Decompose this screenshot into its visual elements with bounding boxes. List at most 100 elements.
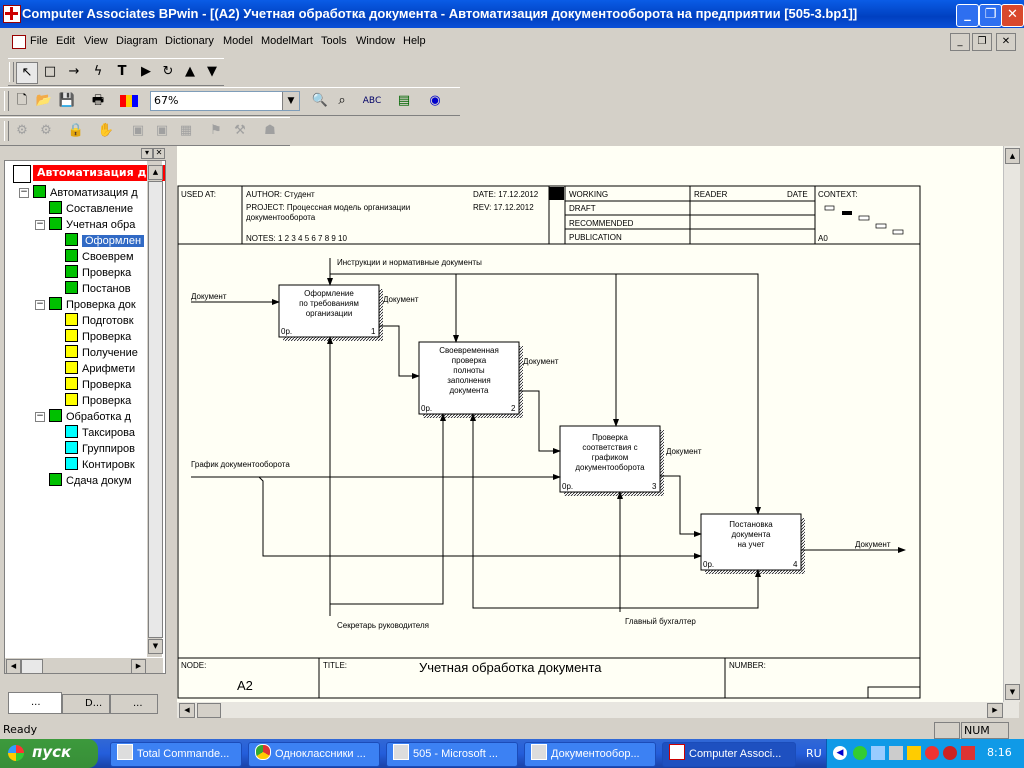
chevron-down-icon[interactable]: ▼ xyxy=(282,92,299,110)
menu-model[interactable]: Model xyxy=(223,35,253,47)
tree-expander-icon[interactable]: − xyxy=(19,187,29,198)
menu-dictionary[interactable]: Dictionary xyxy=(165,35,214,47)
tree-item[interactable]: Постанов xyxy=(65,281,131,295)
tree-item[interactable]: Получение xyxy=(65,345,138,359)
go-up-icon[interactable]: ▲ xyxy=(185,64,195,79)
arrow-label-mech2[interactable]: Главный бухгалтер xyxy=(625,617,696,626)
tray-arrow-icon[interactable]: ◀ xyxy=(833,746,847,760)
mm-report-icon[interactable]: ⚑ xyxy=(210,123,222,138)
rotate-icon[interactable]: ↻ xyxy=(162,64,174,79)
scroll-down-icon[interactable]: ▼ xyxy=(148,639,163,654)
text-tool-icon[interactable]: T xyxy=(117,64,127,79)
tree-item[interactable]: Сдача докум xyxy=(49,473,132,487)
arrow-label-out1[interactable]: Документ xyxy=(383,295,419,304)
tree-item[interactable]: Группиров xyxy=(65,441,135,455)
tab-objects[interactable]: ... xyxy=(110,694,158,714)
lock-icon[interactable]: 🔒 xyxy=(67,123,85,138)
tray-volume-icon[interactable] xyxy=(889,746,903,760)
pointer-tool-icon[interactable]: ↖ xyxy=(16,62,38,84)
arrow-label-input[interactable]: Документ xyxy=(191,292,227,301)
tree-vscrollbar[interactable]: ▲ ▼ xyxy=(147,161,163,657)
mm-hand-icon[interactable]: ✋ xyxy=(97,123,115,138)
tray-misc-icon[interactable] xyxy=(961,746,975,760)
menu-view[interactable]: View xyxy=(84,35,108,47)
menu-file[interactable]: File xyxy=(30,35,48,47)
scroll-right-icon[interactable]: ▶ xyxy=(987,703,1003,718)
mdi-restore-button[interactable]: ❐ xyxy=(972,33,992,51)
tray-app-icon[interactable] xyxy=(907,746,921,760)
tree-item[interactable]: Автоматизация д xyxy=(33,185,138,199)
tree-item[interactable]: Проверка xyxy=(65,393,131,407)
canvas-hscrollbar[interactable]: ◀ ▶ xyxy=(177,702,1019,718)
tray-network-icon[interactable] xyxy=(871,746,885,760)
tree-item[interactable]: Проверка xyxy=(65,265,131,279)
close-button[interactable]: ✕ xyxy=(1001,4,1024,27)
go-down-icon[interactable]: ▼ xyxy=(207,64,217,79)
mm-users-icon[interactable]: ☗ xyxy=(264,123,276,138)
mm-book2-icon[interactable]: ▣ xyxy=(155,123,169,138)
scroll-up-icon[interactable]: ▲ xyxy=(1005,148,1020,164)
model-explorer-icon[interactable]: ▤ xyxy=(397,93,411,108)
squiggle-tool-icon[interactable]: ϟ xyxy=(93,64,103,79)
tree-item[interactable]: Арифмети xyxy=(65,361,135,375)
hscroll-thumb[interactable] xyxy=(197,703,221,718)
box-tool-icon[interactable]: □ xyxy=(43,64,57,79)
hscroll-thumb[interactable] xyxy=(21,659,43,674)
tree-item[interactable]: Таксирова xyxy=(65,425,135,439)
zoom-icon[interactable]: 🔍 xyxy=(311,93,329,108)
print-icon[interactable]: 🖶 xyxy=(91,93,105,108)
tree-hscrollbar[interactable]: ◀ ▶ xyxy=(5,657,163,674)
panel-close-icon[interactable]: ✕ xyxy=(153,148,165,159)
activity-box-4[interactable]: Постановка документа на учет xyxy=(701,520,801,550)
mm-connect-icon[interactable]: ⚙ xyxy=(16,123,28,138)
maximize-button[interactable]: ❐ xyxy=(979,4,1002,27)
tray-shield-icon[interactable] xyxy=(853,746,867,760)
arrow-tool-icon[interactable]: → xyxy=(68,64,80,79)
new-file-icon[interactable]: 🗋 xyxy=(16,93,28,108)
arrow-label-schedule[interactable]: График документооборота xyxy=(191,460,290,469)
arrow-label-mech1[interactable]: Секретарь руководителя xyxy=(337,621,429,630)
tab-diagrams[interactable]: D... xyxy=(62,694,110,714)
tree-expander-icon[interactable]: − xyxy=(35,299,45,310)
tree-item[interactable]: Составление xyxy=(49,201,133,215)
arrow-label-out4[interactable]: Документ xyxy=(855,540,891,549)
task-word-1[interactable]: 505 - Microsoft ... xyxy=(386,742,518,767)
menu-edit[interactable]: Edit xyxy=(56,35,75,47)
open-folder-icon[interactable]: 📂 xyxy=(35,93,53,108)
zoom-select[interactable]: 67%▼ xyxy=(150,91,300,111)
mm-disconnect-icon[interactable]: ⚙ xyxy=(40,123,52,138)
language-indicator[interactable]: RU xyxy=(806,747,822,760)
tree-item[interactable]: Оформлен xyxy=(65,233,145,247)
tab-activities[interactable]: ... xyxy=(8,692,62,714)
go-child-icon[interactable]: ▶ xyxy=(141,64,151,79)
scroll-left-icon[interactable]: ◀ xyxy=(179,703,195,718)
activity-box-1[interactable]: Оформление по требованиям организации xyxy=(279,289,379,319)
menu-diagram[interactable]: Diagram xyxy=(116,35,158,47)
mdi-close-button[interactable]: ✕ xyxy=(996,33,1016,51)
arrow-label-out3[interactable]: Документ xyxy=(666,447,702,456)
tree-item[interactable]: Подготовк xyxy=(65,313,134,327)
mm-book-icon[interactable]: ▣ xyxy=(131,123,145,138)
modelmart-icon[interactable]: ◉ xyxy=(429,93,441,108)
tree-item[interactable]: Проверка xyxy=(65,377,131,391)
tree-item[interactable]: Учетная обра xyxy=(49,217,135,231)
menu-modelmart[interactable]: ModelMart xyxy=(261,35,313,47)
tree-item[interactable]: Проверка док xyxy=(49,297,136,311)
scroll-up-icon[interactable]: ▲ xyxy=(148,165,163,180)
tree-item[interactable]: Своеврем xyxy=(65,249,134,263)
tray-antivirus-icon[interactable] xyxy=(943,746,957,760)
task-total-commander[interactable]: Total Commande... xyxy=(110,742,242,767)
menu-help[interactable]: Help xyxy=(403,35,426,47)
task-word-2[interactable]: Документообор... xyxy=(524,742,656,767)
arrow-label-control[interactable]: Инструкции и нормативные документы xyxy=(337,258,482,267)
arrow-label-out2[interactable]: Документ xyxy=(523,357,559,366)
mm-tools-icon[interactable]: ⚒ xyxy=(234,123,246,138)
tree-expander-icon[interactable]: − xyxy=(35,411,45,422)
activity-box-3[interactable]: Проверка соответствия с графиком докумен… xyxy=(560,433,660,473)
spellcheck-icon[interactable]: ABC xyxy=(362,96,382,106)
scroll-left-icon[interactable]: ◀ xyxy=(6,659,21,674)
tree-expander-icon[interactable]: − xyxy=(35,219,45,230)
zoom-fit-icon[interactable]: ⌕ xyxy=(338,93,346,108)
scroll-right-icon[interactable]: ▶ xyxy=(131,659,146,674)
vscroll-thumb[interactable] xyxy=(148,181,163,638)
